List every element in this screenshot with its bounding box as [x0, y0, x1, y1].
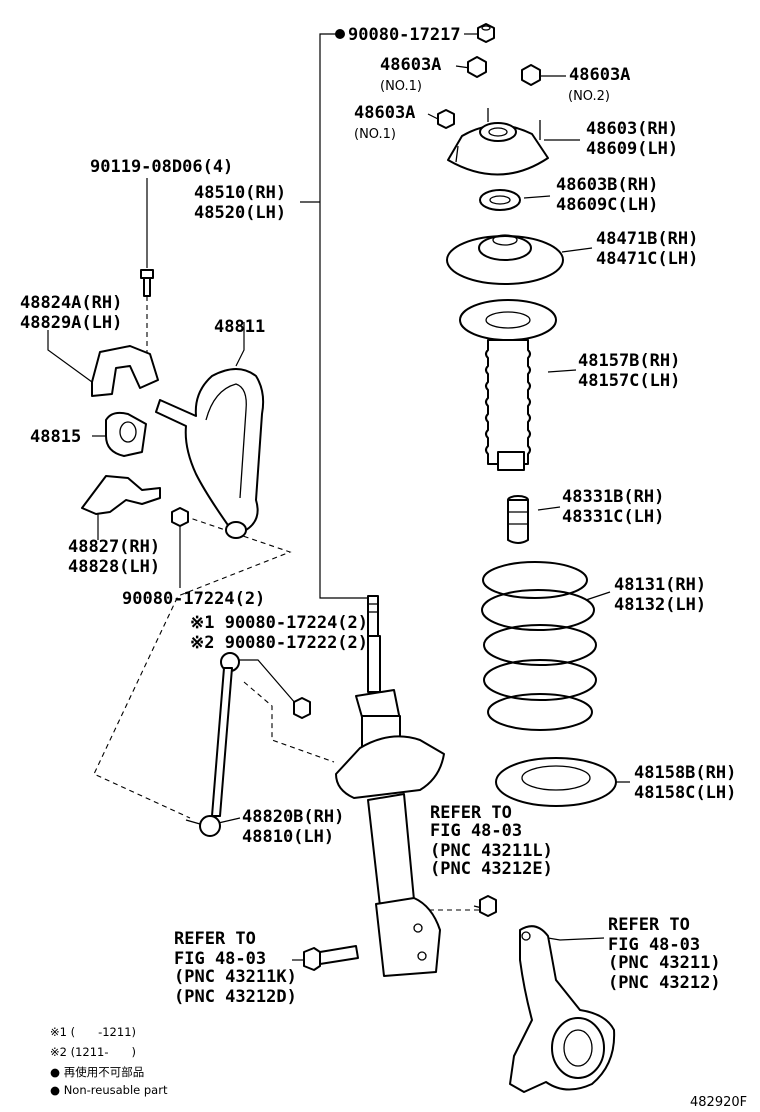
coil-spring-48131 [481, 561, 597, 731]
upper-support-48603 [447, 108, 549, 176]
label-48609-lh: 48609(LH) [586, 139, 678, 159]
refer-mid-line3: (PNC 43211L) [430, 841, 553, 861]
label-90080-17217: 90080-17217 [348, 25, 461, 45]
lower-insulator-48158b [495, 757, 617, 807]
note-3: ● 再使用不可部品 [50, 1065, 144, 1079]
stabilizer-bar-48811 [155, 368, 265, 539]
label-48158c-lh: 48158C(LH) [634, 783, 736, 803]
non-reusable-marker [335, 29, 345, 39]
label-48609c-lh: 48609C(LH) [556, 195, 658, 215]
label-48510-rh: 48510(RH) [194, 183, 286, 203]
shock-absorber-48510 [335, 595, 445, 977]
refer-mid-line2: FIG 48-03 [430, 821, 522, 841]
nut-48603a-no2 [521, 64, 541, 86]
bracket-48827 [81, 475, 161, 515]
label-90080-17224: 90080-17224(2) [122, 589, 265, 609]
label-48815: 48815 [30, 427, 81, 447]
refer-right-line1: REFER TO [608, 915, 690, 935]
label-48520-lh: 48520(LH) [194, 203, 286, 223]
label-48828-lh: 48828(LH) [68, 557, 160, 577]
refer-mid-line4: (PNC 43212E) [430, 859, 553, 879]
label-48603a-no1-mid: 48603A [354, 103, 415, 123]
refer-left-line2: FIG 48-03 [174, 949, 266, 969]
dust-boot-48157b [459, 299, 557, 471]
note-1: ※1 ( -1211) [50, 1025, 136, 1039]
label-no1-top: (NO.1) [380, 79, 422, 94]
nut-90080-17224 [171, 507, 189, 527]
legend-notes: ※1 ( -1211) ※2 (1211- ) ● 再使用不可部品 ● Non-… [50, 1025, 168, 1097]
upper-seat-48471b [446, 234, 564, 285]
label-48603a-no1-top: 48603A [380, 55, 441, 75]
bumper-48331b [507, 495, 529, 544]
bolt-90119 [140, 269, 154, 297]
label-no1-mid: (NO.1) [354, 127, 396, 142]
refer-mid-line1: REFER TO [430, 803, 512, 823]
label-48810-lh: 48810(LH) [242, 827, 334, 847]
label-48157b-rh: 48157B(RH) [578, 351, 680, 371]
label-48811: 48811 [214, 317, 265, 337]
label-48603-rh: 48603(RH) [586, 119, 678, 139]
label-48331b-rh: 48331B(RH) [562, 487, 664, 507]
bushing-48815 [105, 411, 147, 457]
label-48331c-lh: 48331C(LH) [562, 507, 664, 527]
bearing-48603b [479, 189, 521, 211]
label-48827-rh: 48827(RH) [68, 537, 160, 557]
label-48131-rh: 48131(RH) [614, 575, 706, 595]
bolt-knuckle [303, 945, 359, 971]
refer-left-line1: REFER TO [174, 929, 256, 949]
label-48132-lh: 48132(LH) [614, 595, 706, 615]
label-90119-08d06: 90119-08D06(4) [90, 157, 233, 177]
refer-left-line4: (PNC 43212D) [174, 987, 297, 1007]
label-48603b-rh: 48603B(RH) [556, 175, 658, 195]
label-s2-90080-17222: ※2 90080-17222(2) [190, 633, 368, 653]
nut-knuckle [479, 895, 497, 917]
nut-link-upper [293, 697, 311, 719]
label-48820b-rh: 48820B(RH) [242, 807, 344, 827]
note-4: ● Non-reusable part [50, 1083, 168, 1097]
nut-48603a-no1-mid [437, 109, 455, 129]
label-s1-90080-17224: ※1 90080-17224(2) [190, 613, 368, 633]
label-no2: (NO.2) [568, 89, 610, 104]
diagram-id: 482920F [690, 1095, 747, 1110]
label-48824a-rh: 48824A(RH) [20, 293, 122, 313]
refer-right-line3: (PNC 43211) [608, 953, 721, 973]
label-48471b-rh: 48471B(RH) [596, 229, 698, 249]
refer-right-line4: (PNC 43212) [608, 973, 721, 993]
refer-right-line2: FIG 48-03 [608, 935, 700, 955]
note-2: ※2 (1211- ) [50, 1045, 136, 1059]
bracket-48824a [91, 345, 159, 397]
stabilizer-link-48820b [185, 652, 240, 837]
label-48471c-lh: 48471C(LH) [596, 249, 698, 269]
steering-knuckle [509, 925, 616, 1093]
label-48158b-rh: 48158B(RH) [634, 763, 736, 783]
nut-48603a-no1-top [467, 56, 487, 78]
part-labels: 90080-17217 48603A (NO.1) 48603A (NO.2) … [20, 25, 736, 1007]
refer-left-line3: (PNC 43211K) [174, 967, 297, 987]
label-48157c-lh: 48157C(LH) [578, 371, 680, 391]
label-48829a-lh: 48829A(LH) [20, 313, 122, 333]
nut-90080-17217 [477, 23, 495, 43]
label-48603a-no2: 48603A [569, 65, 630, 85]
